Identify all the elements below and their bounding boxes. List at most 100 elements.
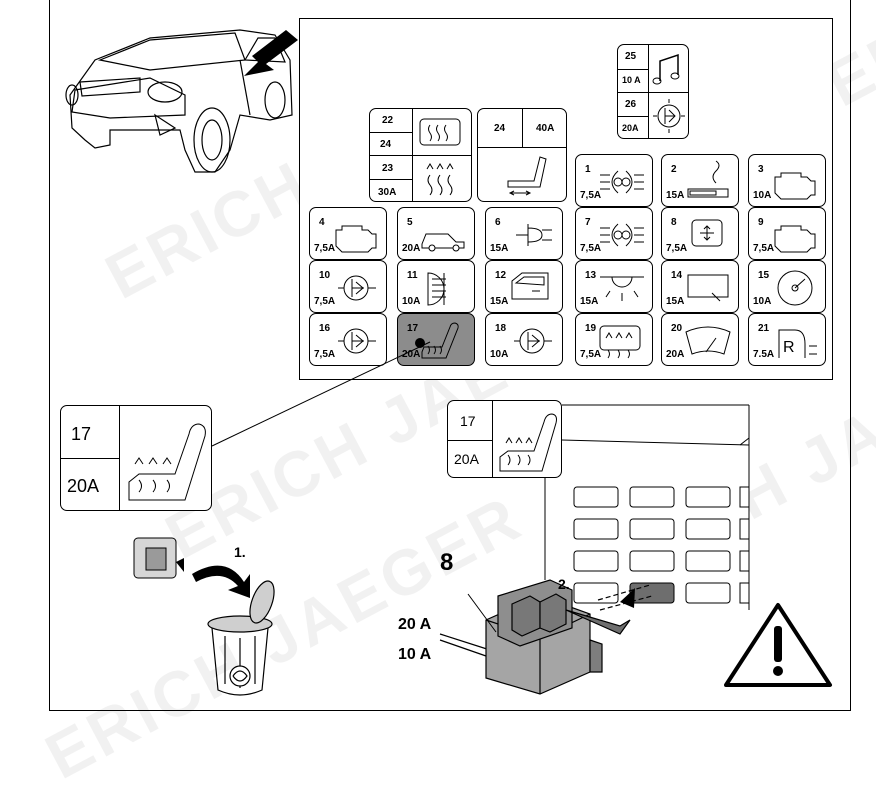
fuse-amperage: 7,5A [753, 243, 775, 254]
fuse-amperage: 7,5A [666, 243, 688, 254]
wiper-icon [685, 326, 731, 355]
interior-light-icon [600, 276, 644, 301]
fuse-3: 3 10A [748, 154, 826, 207]
page-frame [49, 0, 851, 711]
fuse-22-23: 22 24 23 30A [369, 108, 472, 202]
fuse-amperage: 7,5A [314, 243, 336, 254]
fuse-number: 9 [758, 217, 764, 228]
fuse-22-number: 22 [382, 115, 394, 126]
fuse-25-number: 25 [625, 51, 637, 62]
engine-icon [335, 225, 377, 253]
fuse-amperage: 15A [490, 296, 509, 307]
fuse-16: 16 7,5A [309, 313, 387, 366]
fuse-number: 3 [758, 164, 764, 175]
fuse-slot-highlight [629, 582, 675, 604]
svg-text:R: R [783, 339, 795, 356]
fuse-number: 16 [319, 323, 331, 334]
callout-fuse-amp: 20A [67, 476, 100, 496]
clock-icon [687, 274, 729, 302]
fuse-number: 4 [319, 217, 325, 228]
fuse-amperage: 7.5A [753, 349, 775, 360]
rear-defrost-icon [419, 118, 461, 146]
relay-number: 8 [440, 549, 454, 576]
fuse-amperage: 15A [666, 190, 685, 201]
fuse-25-26: 25 10 A 26 20A [617, 44, 689, 139]
fuse-amperage: 10A [753, 296, 772, 307]
fuse-4: 4 7,5A [309, 207, 387, 260]
fuse-number: 13 [585, 270, 597, 281]
relay-rating-b: 10 A [398, 646, 432, 663]
fuse-amperage: 7,5A [314, 296, 336, 307]
insert-arrow-icon [620, 588, 635, 608]
engine-icon [774, 225, 816, 253]
fuse-number: 5 [407, 217, 413, 228]
engine-icon [774, 172, 816, 200]
seat-heater-icon [128, 423, 206, 501]
step-1-label: 1. [234, 544, 246, 560]
fuse-amperage: 10A [402, 296, 421, 307]
fuse-amperage: 7,5A [580, 243, 602, 254]
fuse-18: 18 10A [485, 313, 563, 366]
fuse-22-amp: 24 [380, 139, 392, 150]
fuse-17-pointer [415, 338, 425, 348]
location-arrow-icon [244, 30, 298, 76]
fuse-number: 17 [407, 323, 419, 334]
door-window-icon [511, 272, 549, 300]
fuse-21: 21 7.5A R [748, 313, 826, 366]
fuse-amperage: 7,5A [580, 349, 602, 360]
speedometer-icon [777, 270, 813, 306]
car-icon [421, 233, 465, 252]
light-bulb-icon [653, 99, 685, 133]
fuse-13: 13 15A [575, 260, 653, 313]
seat-heater-icon [421, 322, 459, 359]
callout-fuse-number: 17 [71, 424, 92, 444]
fuse-24: 24 40A [477, 108, 567, 202]
fuse-number: 8 [671, 217, 677, 228]
callout-fuse-amp: 20A [454, 451, 479, 467]
fuse-amperage: 10A [753, 190, 772, 201]
reverse-icon: R [778, 329, 817, 358]
fuse-number: 10 [319, 270, 331, 281]
discard-arrow-icon [192, 565, 250, 598]
fuse-puller-icon [133, 537, 184, 579]
fuse-20: 20 20A [661, 313, 739, 366]
fuse-amperage: 15A [666, 296, 685, 307]
fuse-26-number: 26 [625, 99, 637, 110]
fuse-number: 15 [758, 270, 770, 281]
fuse-number: 18 [495, 323, 507, 334]
relay-rating-a: 20 A [398, 616, 432, 633]
trash-bin-icon [207, 580, 275, 696]
mirror-adjust-icon [691, 219, 723, 247]
fuse-24-number: 24 [494, 123, 506, 134]
headlamp-icon [600, 223, 644, 247]
fuse-26-amp: 20A [622, 123, 639, 133]
fuse-amperage: 20A [666, 349, 685, 360]
procedure-illustration [133, 338, 832, 696]
fuse-amperage: 15A [490, 243, 509, 254]
cigarette-lighter-icon [687, 160, 729, 198]
fuse-amperage: 15A [580, 296, 599, 307]
plug-icon [516, 224, 552, 246]
fuse-amperage: 10A [490, 349, 509, 360]
fog-lamp-icon [427, 272, 446, 306]
fuse-25-amp: 10 A [622, 75, 641, 85]
fuse-19: 19 7,5A [575, 313, 653, 366]
fuse-number: 21 [758, 323, 770, 334]
fuse-number: 20 [671, 323, 683, 334]
fuse-23-number: 23 [382, 163, 394, 174]
light-bulb-icon [338, 328, 376, 354]
fuse-amperage: 7,5A [314, 349, 336, 360]
fuse-number: 19 [585, 323, 597, 334]
relay-icon [439, 579, 631, 695]
fuse-number: 1 [585, 164, 591, 175]
step-2-label: 2. [558, 576, 570, 592]
fuse-10: 10 7,5A [309, 260, 387, 313]
light-bulb-icon [338, 275, 376, 301]
